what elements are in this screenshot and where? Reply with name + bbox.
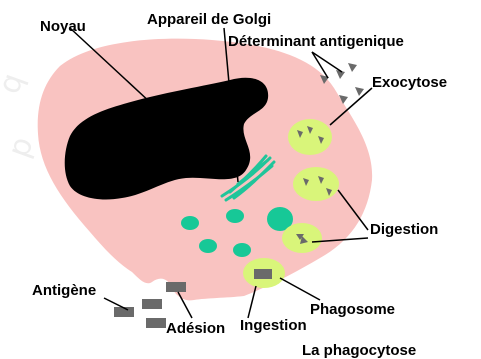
- label-determinant: Déterminant antigenique: [228, 33, 404, 50]
- svg-text:p: p: [1, 132, 40, 162]
- vesicle-exocytose: [288, 119, 332, 155]
- label-ingestion: Ingestion: [240, 317, 307, 334]
- granule: [181, 216, 199, 230]
- label-adhesion: Adésion: [166, 320, 225, 337]
- label-antigene: Antigène: [32, 282, 96, 299]
- determinant-leader-2: [312, 52, 342, 72]
- granule: [226, 209, 244, 223]
- vesicle-digestion-1: [293, 167, 339, 201]
- granule: [199, 239, 217, 253]
- label-exocytose: Exocytose: [372, 74, 447, 91]
- label-digestion: Digestion: [370, 221, 438, 238]
- svg-text:q: q: [0, 69, 31, 99]
- label-phagosome: Phagosome: [310, 301, 395, 318]
- caption: La phagocytose: [302, 342, 416, 359]
- granule: [233, 243, 251, 257]
- label-noyau: Noyau: [40, 18, 86, 35]
- phagosome-leader: [280, 278, 320, 300]
- watermark: q p: [0, 69, 41, 163]
- label-golgi: Appareil de Golgi: [147, 11, 271, 28]
